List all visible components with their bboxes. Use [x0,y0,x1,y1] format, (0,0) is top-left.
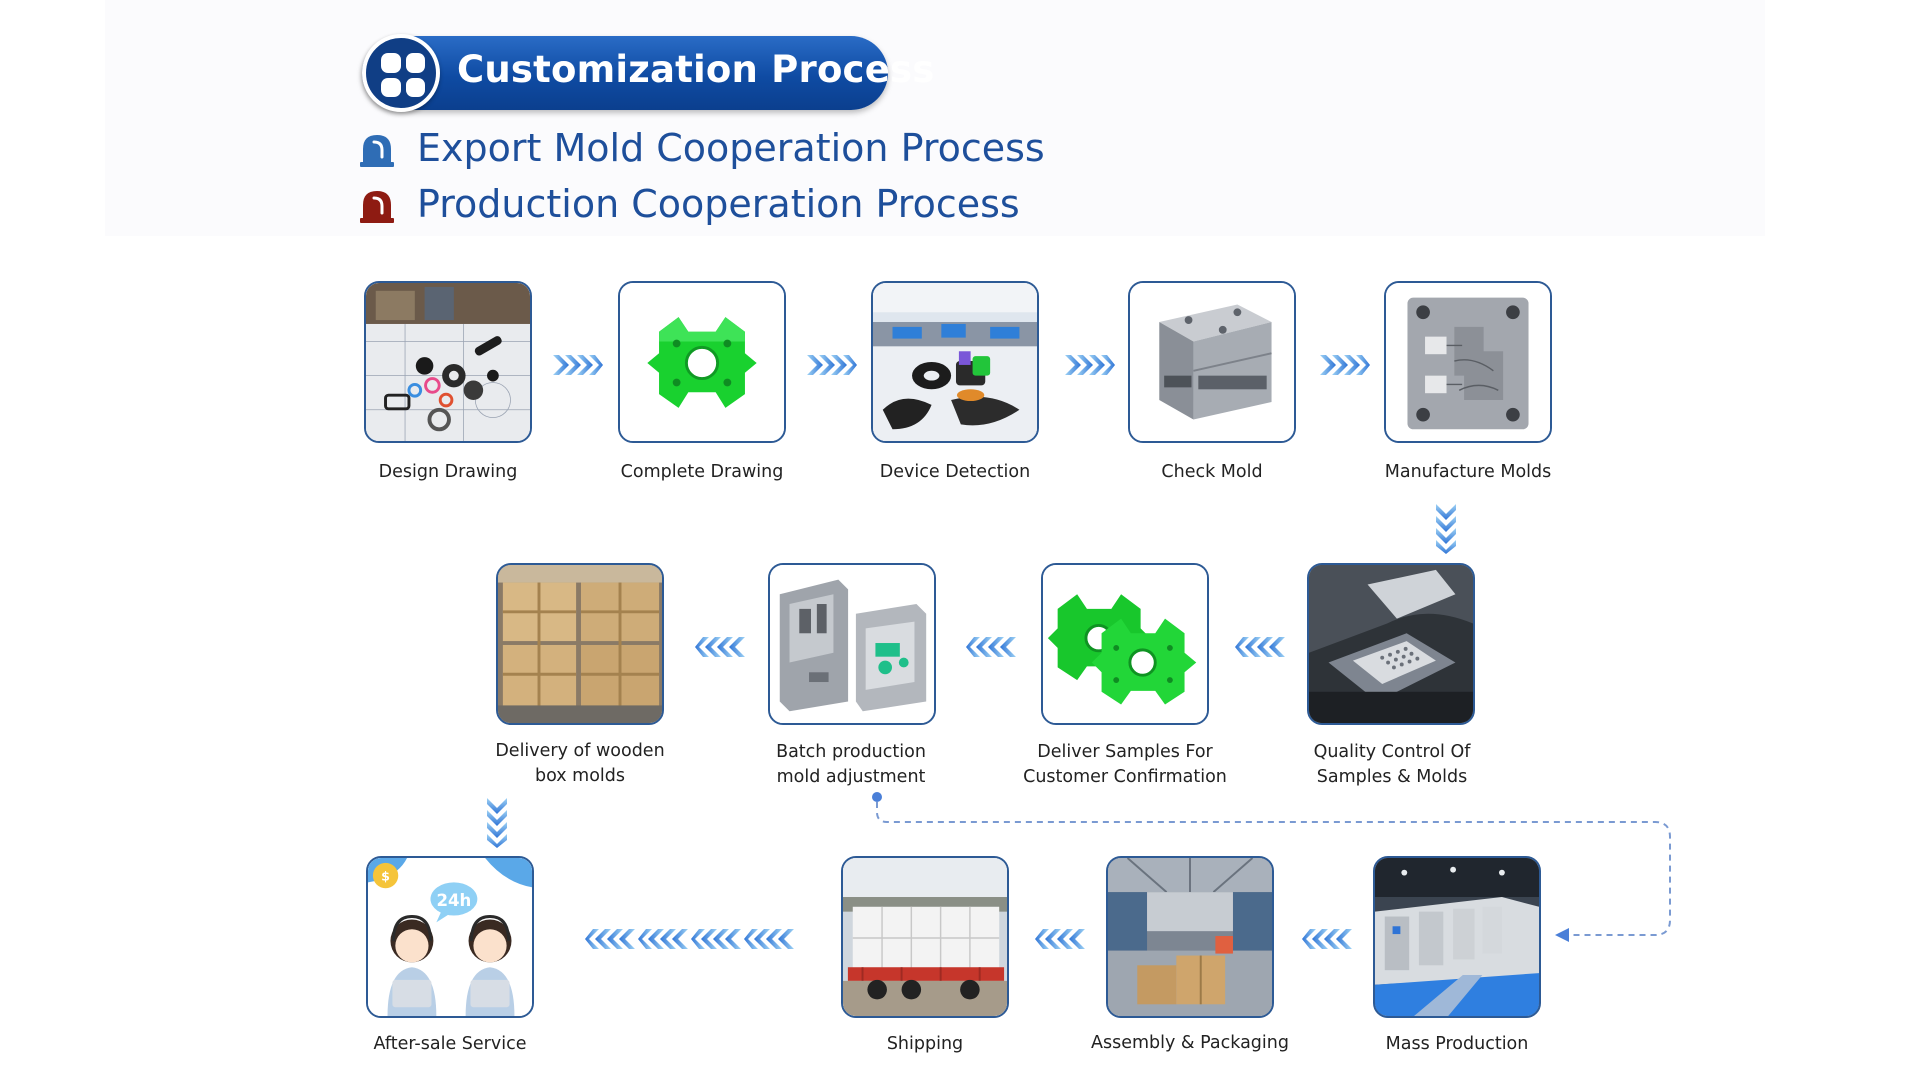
page-title: Customization Process [457,48,935,91]
step-image-assembly-packaging [1106,856,1274,1018]
step-image-device-detection [871,281,1039,443]
step-image-shipping [841,856,1009,1018]
step-image-wooden-box-delivery [496,563,664,725]
step-label-wooden-box-delivery: Delivery of wooden box molds [495,741,665,786]
step-label-after-sale-service: After-sale Service [373,1034,527,1054]
left-arrow-icon [1235,634,1287,660]
svg-text:$: $ [381,868,390,883]
legend-label-export-mold: Export Mold Cooperation Process [417,126,1045,170]
right-arrow-icon [551,352,603,378]
left-arrow-icon [1035,926,1087,952]
step-label-device-detection: Device Detection [879,462,1031,482]
legend-label-production: Production Cooperation Process [417,182,1020,226]
step-image-after-sale-service: $ 24h [366,856,534,1018]
grid-icon [362,34,440,112]
right-arrow-icon [1063,352,1115,378]
step-label-mass-production: Mass Production [1385,1034,1529,1054]
step-image-batch-production [768,563,936,725]
right-arrow-icon [805,352,857,378]
step-label-deliver-samples: Deliver Samples For Customer Confirmatio… [1023,742,1227,787]
step-image-mass-production [1373,856,1541,1018]
down-arrow-icon [1433,502,1459,554]
step-label-assembly-packaging: Assembly & Packaging [1091,1033,1289,1053]
left-arrow-icon [1302,926,1354,952]
step-label-manufacture-molds: Manufacture Molds [1384,462,1552,482]
step-label-batch-production: Batch production mold adjustment [776,742,926,787]
left-arrow-icon [966,634,1018,660]
left-arrow-icon [695,634,747,660]
step-image-deliver-samples [1041,563,1209,725]
step-image-quality-control [1307,563,1475,725]
step-image-manufacture-molds [1384,281,1552,443]
service-badge: 24h [436,891,471,910]
left-arrow-icon [585,926,795,952]
step-label-design-drawing: Design Drawing [378,462,518,482]
step-label-check-mold: Check Mold [1161,462,1263,482]
step-label-quality-control: Quality Control Of Samples & Molds [1313,742,1471,787]
step-label-shipping: Shipping [886,1034,964,1054]
blue-bell-marker-icon [360,133,394,167]
title-banner [362,36,888,110]
step-image-check-mold [1128,281,1296,443]
step-image-complete-drawing [618,281,786,443]
step-image-design-drawing [364,281,532,443]
down-arrow-icon [484,796,510,848]
red-bell-marker-icon [360,189,394,223]
right-arrow-icon [1318,352,1370,378]
step-label-complete-drawing: Complete Drawing [620,462,784,482]
